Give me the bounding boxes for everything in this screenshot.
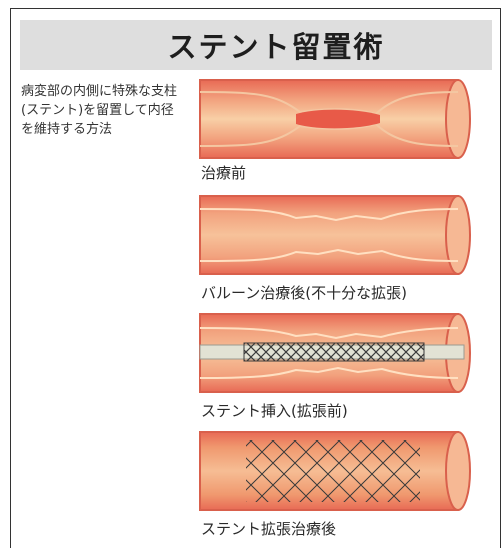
page-title: ステント留置術	[167, 30, 385, 64]
vessel-after-balloon	[199, 195, 471, 275]
caption-stage-1: 治療前	[201, 164, 247, 182]
caption-stage-3: ステント挿入(拡張前)	[201, 402, 348, 420]
title-bar: ステント留置術	[20, 20, 492, 70]
stent-collapsed	[243, 342, 425, 362]
vessel-stent-inserted	[199, 313, 471, 393]
lesion-plaque	[296, 109, 380, 129]
caption-stage-2: バルーン治療後(不十分な拡張)	[201, 284, 407, 302]
caption-stage-4: ステント拡張治療後	[201, 520, 337, 538]
figure-frame	[10, 8, 501, 548]
stent-expanded	[246, 440, 420, 502]
description-text: 病変部の内側に特殊な支柱(ステント)を留置して内径を維持する方法	[21, 84, 178, 137]
vessel-before-treatment	[199, 79, 471, 159]
vessel-stent-expanded	[199, 431, 471, 511]
